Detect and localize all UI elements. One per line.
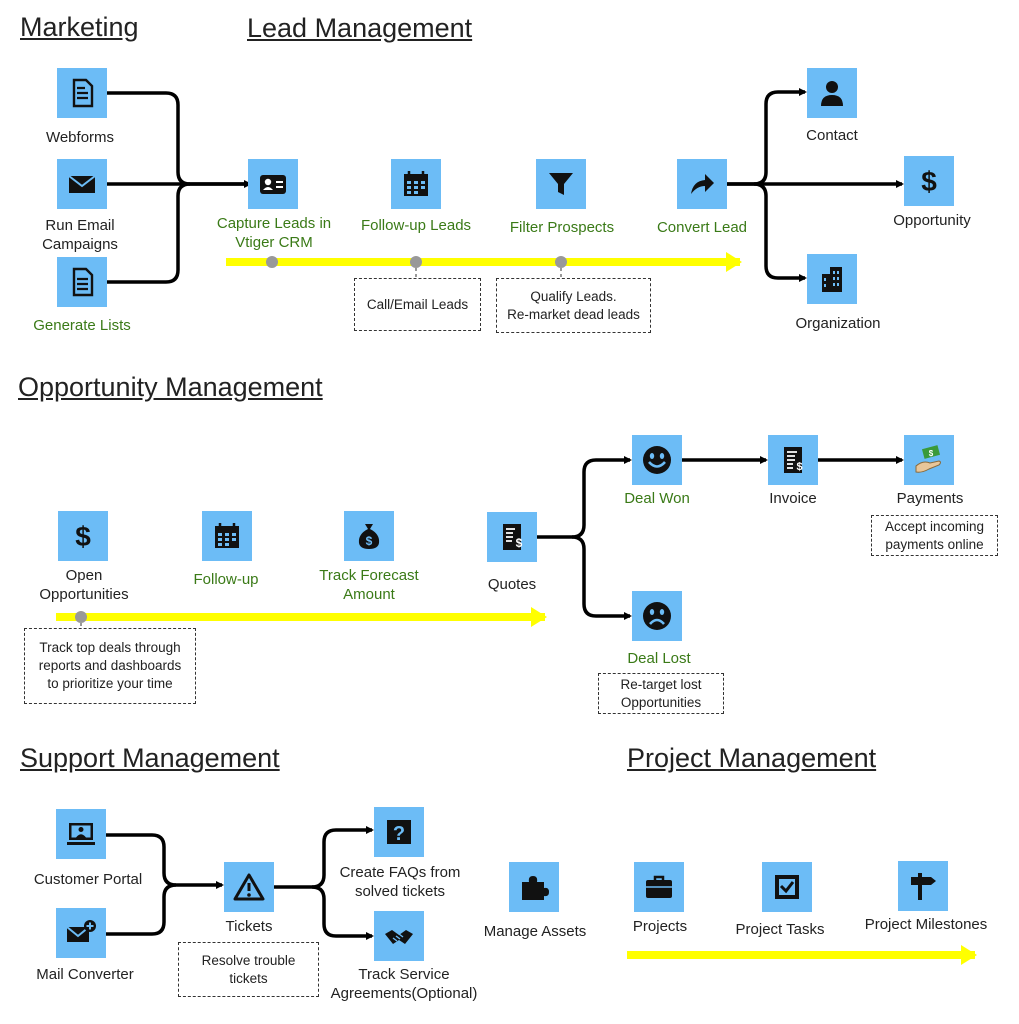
- contact-label: Contact: [806, 127, 858, 144]
- timeline-dot: [410, 256, 422, 268]
- heading-opportunity-management: Opportunity Management: [18, 372, 323, 402]
- signpost-icon[interactable]: [898, 861, 948, 911]
- dollar-icon[interactable]: $: [58, 511, 108, 561]
- note-call-email-leads: Call/Email Leads: [354, 278, 481, 331]
- quote-document-icon[interactable]: $: [487, 512, 537, 562]
- generate-lists-label: Generate Lists: [33, 317, 131, 334]
- document-list-icon[interactable]: [57, 257, 107, 307]
- run-email-label: Run Email Campaigns: [42, 217, 118, 253]
- note-accept-payments: Accept incoming payments online: [871, 515, 998, 556]
- calendar-icon[interactable]: [391, 159, 441, 209]
- opportunity-label: Opportunity: [893, 212, 971, 229]
- connector-mailconv: [106, 883, 177, 936]
- project-tasks-label: Project Tasks: [735, 921, 825, 938]
- note-resolve-tickets: Resolve trouble tickets: [178, 942, 319, 997]
- invoice-icon[interactable]: $: [768, 435, 818, 485]
- filter-icon[interactable]: [536, 159, 586, 209]
- svg-text:$: $: [366, 534, 373, 548]
- deal-won-label: Deal Won: [624, 490, 690, 507]
- money-bag-icon[interactable]: $: [344, 511, 394, 561]
- tickets-label: Tickets: [225, 918, 273, 935]
- timeline-dot: [266, 256, 278, 268]
- person-icon[interactable]: [807, 68, 857, 118]
- handshake-icon[interactable]: [374, 911, 424, 961]
- connector-organization: [753, 182, 807, 282]
- share-arrow-icon[interactable]: [677, 159, 727, 209]
- timeline-dot: [555, 256, 567, 268]
- svg-text:$: $: [796, 461, 802, 473]
- warning-icon[interactable]: [224, 862, 274, 912]
- note-qualify-leads: Qualify Leads. Re-market dead leads: [496, 278, 651, 333]
- svg-text:?: ?: [393, 823, 405, 845]
- svg-text:$: $: [921, 166, 937, 197]
- convert-lead-label: Convert Lead: [656, 219, 748, 236]
- sad-face-icon[interactable]: [632, 591, 682, 641]
- customer-portal-label: Customer Portal: [33, 871, 143, 888]
- connector-lists: [106, 182, 191, 284]
- note-retarget-lost: Re-target lost Opportunities: [598, 673, 724, 714]
- svg-text:$: $: [75, 521, 91, 552]
- deal-lost-label: Deal Lost: [627, 650, 691, 667]
- svg-text:$: $: [929, 449, 934, 458]
- heading-project-management: Project Management: [627, 743, 877, 773]
- checkbox-icon[interactable]: [762, 862, 812, 912]
- email-icon[interactable]: [57, 159, 107, 209]
- projects-label: Projects: [632, 918, 688, 935]
- organization-label: Organization: [795, 315, 881, 332]
- contact-card-icon[interactable]: [248, 159, 298, 209]
- webforms-label: Webforms: [45, 129, 115, 146]
- heading-support-management: Support Management: [20, 743, 280, 773]
- followup-leads-label: Follow-up Leads: [360, 217, 472, 234]
- svg-text:$: $: [516, 536, 523, 550]
- calendar-icon[interactable]: [202, 511, 252, 561]
- webforms-icon[interactable]: [57, 68, 107, 118]
- briefcase-icon[interactable]: [634, 862, 684, 912]
- connector-service: [311, 885, 374, 940]
- note-track-top-deals: Track top deals through reports and dash…: [24, 628, 196, 704]
- payments-label: Payments: [896, 490, 964, 507]
- monitor-person-icon[interactable]: [56, 809, 106, 859]
- timeline-dot: [75, 611, 87, 623]
- building-icon[interactable]: [807, 254, 857, 304]
- followup-label: Follow-up: [193, 571, 259, 588]
- quotes-label: Quotes: [487, 576, 537, 593]
- manage-assets-label: Manage Assets: [483, 923, 587, 940]
- mail-converter-label: Mail Converter: [36, 966, 134, 983]
- heading-lead-management: Lead Management: [247, 13, 473, 43]
- open-opportunities-label: Open Opportunities: [39, 567, 129, 603]
- smiley-icon[interactable]: [632, 435, 682, 485]
- question-icon[interactable]: ?: [374, 807, 424, 857]
- project-milestones-label: Project Milestones: [864, 916, 988, 933]
- track-service-label: Track Service Agreements(Optional): [330, 966, 478, 1002]
- filter-prospects-label: Filter Prospects: [509, 219, 615, 236]
- mail-add-icon[interactable]: [56, 908, 106, 958]
- dollar-icon[interactable]: $: [904, 156, 954, 206]
- heading-marketing: Marketing: [20, 12, 139, 42]
- track-forecast-label: Track Forecast Amount: [319, 567, 419, 603]
- invoice-label: Invoice: [769, 490, 817, 507]
- create-faqs-label: Create FAQs from solved tickets: [339, 864, 461, 900]
- payment-hand-icon[interactable]: $: [904, 435, 954, 485]
- capture-leads-label: Capture Leads in Vtiger CRM: [216, 215, 332, 251]
- puzzle-icon[interactable]: [509, 862, 559, 912]
- connector-deal-lost: [571, 535, 632, 620]
